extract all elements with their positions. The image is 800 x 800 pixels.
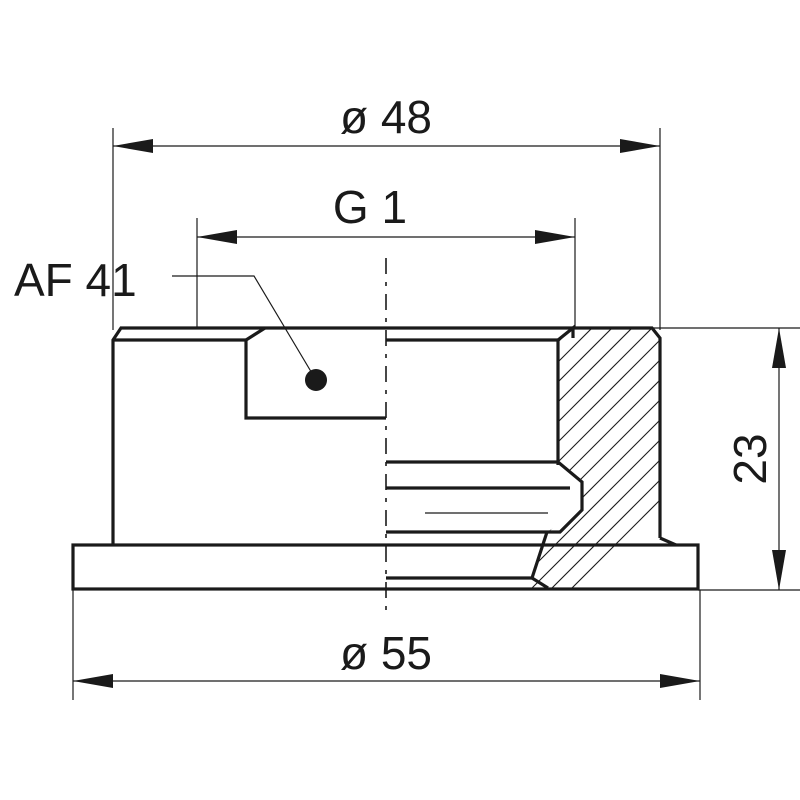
dim-outer-top-text: ø 48 <box>340 91 432 143</box>
leader-dot <box>305 369 327 391</box>
arrowhead <box>73 674 113 688</box>
dim-af-text: AF 41 <box>14 254 137 306</box>
arrowhead <box>660 674 700 688</box>
arrowhead <box>620 139 660 153</box>
dim-height-text: 23 <box>724 433 776 484</box>
dim-thread-text: G 1 <box>333 181 407 233</box>
dimension-line-outer-top <box>113 139 660 153</box>
extension-lines <box>72 128 800 700</box>
part-outline <box>71 324 700 591</box>
dimension-line-height <box>772 328 786 590</box>
leader-line-af <box>172 275 327 391</box>
dimension-line-outer-bottom <box>73 674 700 688</box>
arrowhead <box>772 550 786 590</box>
arrowhead <box>535 230 575 244</box>
arrowhead <box>197 230 237 244</box>
arrowhead <box>772 328 786 368</box>
arrowhead <box>113 139 153 153</box>
dim-outer-bottom-text: ø 55 <box>340 627 432 679</box>
dimension-line-thread <box>197 230 575 244</box>
